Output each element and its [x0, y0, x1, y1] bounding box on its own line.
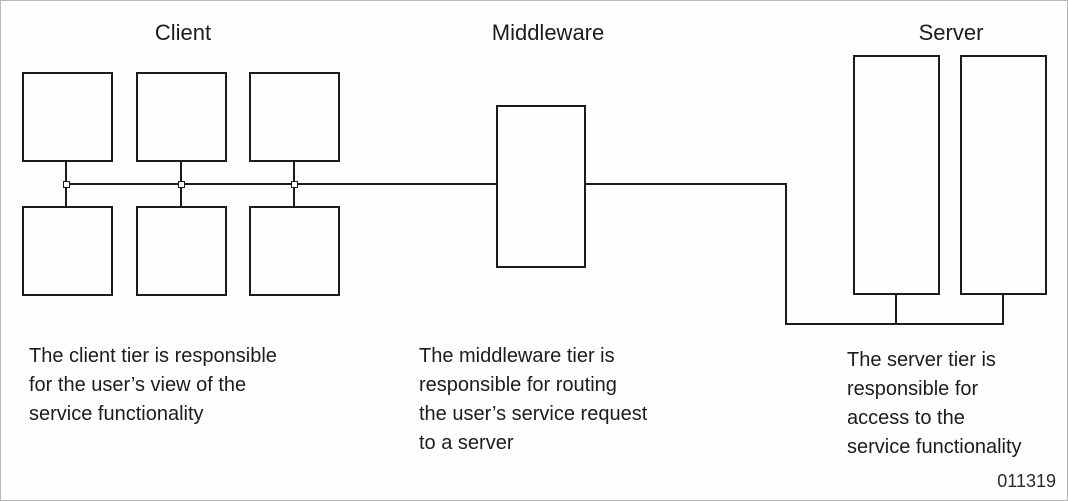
- middleware-to-server-vertical-line: [785, 183, 787, 325]
- figure-number: 011319: [997, 471, 1056, 491]
- bus-connector-node-2: [178, 181, 185, 188]
- middleware-tier-description: The middleware tier is responsible for r…: [419, 345, 648, 454]
- client-box-1: [22, 72, 113, 162]
- server-tier-label: Server: [918, 20, 984, 45]
- client-tier-description: The client tier is responsible for the u…: [29, 345, 277, 425]
- server-tier-description: The server tier is responsible for acces…: [847, 349, 1022, 458]
- client-box-4: [22, 206, 113, 296]
- client-to-middleware-bus-line: [66, 183, 786, 185]
- client-box-2: [136, 72, 227, 162]
- server-bottom-horizontal-line: [785, 323, 1004, 325]
- bus-connector-node-1: [63, 181, 70, 188]
- client-box-3: [249, 72, 340, 162]
- server-box-1: [853, 55, 940, 295]
- middleware-tier-label: Middleware: [491, 20, 605, 45]
- client-box-5: [136, 206, 227, 296]
- client-box-6: [249, 206, 340, 296]
- client-tier-label: Client: [154, 20, 212, 45]
- middleware-box: [496, 105, 586, 268]
- server-box2-stub-line: [1002, 293, 1004, 325]
- server-box-2: [960, 55, 1047, 295]
- server-box1-stub-line: [895, 293, 897, 325]
- bus-connector-node-3: [291, 181, 298, 188]
